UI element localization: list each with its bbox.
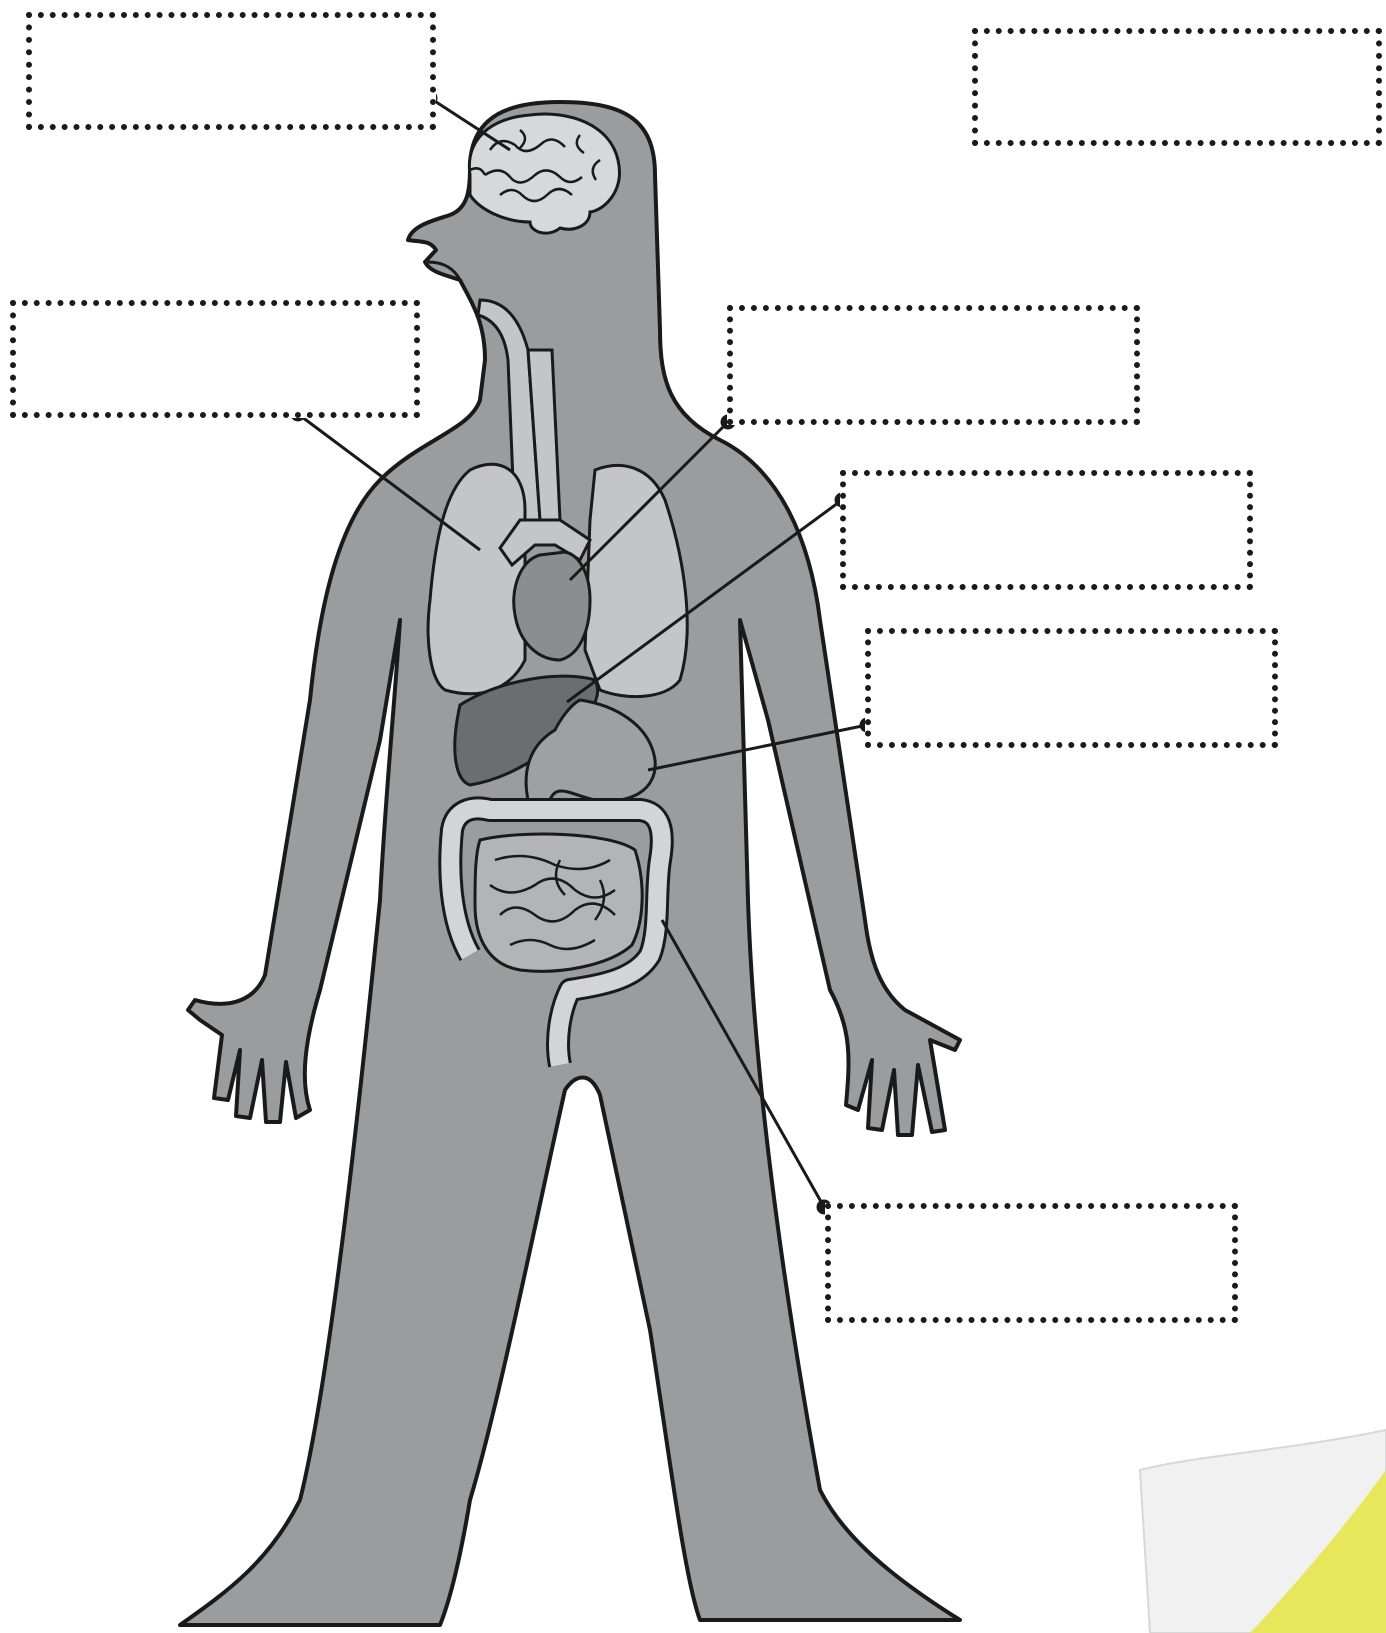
label-box-top-right[interactable] <box>972 28 1382 146</box>
label-box-stomach[interactable] <box>865 628 1278 748</box>
label-box-lungs[interactable] <box>10 300 420 418</box>
label-box-liver[interactable] <box>840 470 1253 590</box>
page-curl <box>1140 1430 1386 1633</box>
label-box-heart[interactable] <box>727 305 1140 425</box>
label-box-brain[interactable] <box>26 12 436 130</box>
label-box-intestines[interactable] <box>825 1203 1238 1323</box>
small-intestine <box>475 834 642 971</box>
